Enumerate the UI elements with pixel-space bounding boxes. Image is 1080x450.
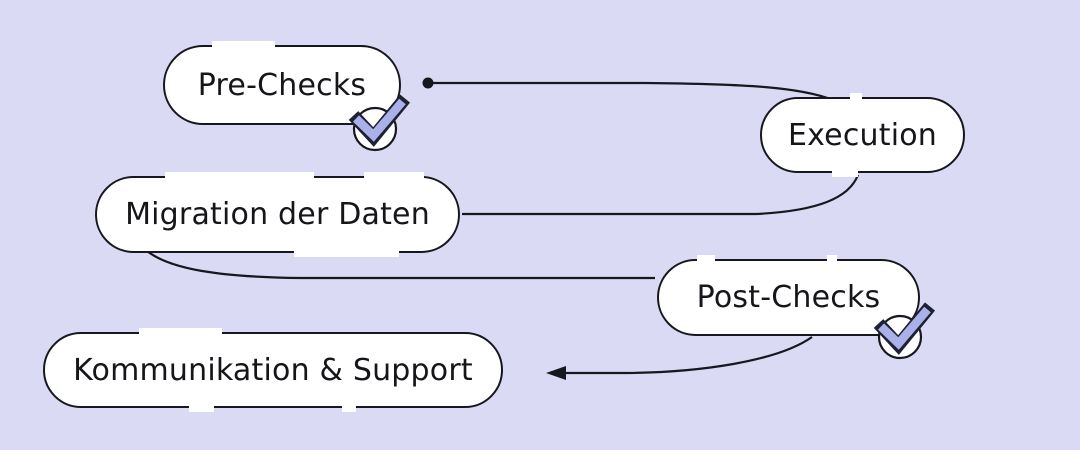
- node-pre-checks: Pre-Checks: [163, 41, 401, 125]
- border-gap: [189, 404, 214, 412]
- node-label: Pre-Checks: [197, 67, 367, 103]
- arrowhead-icon: [546, 366, 566, 380]
- node-kommunikation-support: Kommunikation & Support: [43, 328, 503, 412]
- node-label: Post-Checks: [696, 280, 881, 315]
- border-gap: [139, 328, 222, 336]
- border-gap: [212, 41, 275, 49]
- connector-execution-to-migration: [462, 174, 860, 216]
- border-gap: [364, 172, 424, 180]
- border-gap: [697, 255, 715, 263]
- node-label: Execution: [787, 117, 938, 153]
- border-gap: [165, 172, 314, 180]
- node-post-checks: Post-Checks: [657, 255, 920, 336]
- connector-start-dot: [422, 77, 434, 89]
- node-execution: Execution: [760, 93, 965, 177]
- border-gap: [827, 255, 837, 263]
- node-label: Migration der Daten: [125, 197, 430, 232]
- border-gap: [294, 249, 399, 257]
- border-gap: [342, 404, 356, 412]
- node-migration-der-daten: Migration der Daten: [95, 172, 460, 257]
- border-gap: [850, 93, 862, 101]
- connector-post-checks-to-kommunikation: [564, 336, 813, 375]
- connector-migration-to-post-checks: [146, 250, 655, 280]
- node-label: Kommunikation & Support: [73, 352, 473, 388]
- connector-pre-checks-to-execution: [433, 81, 834, 102]
- border-gap: [832, 169, 858, 177]
